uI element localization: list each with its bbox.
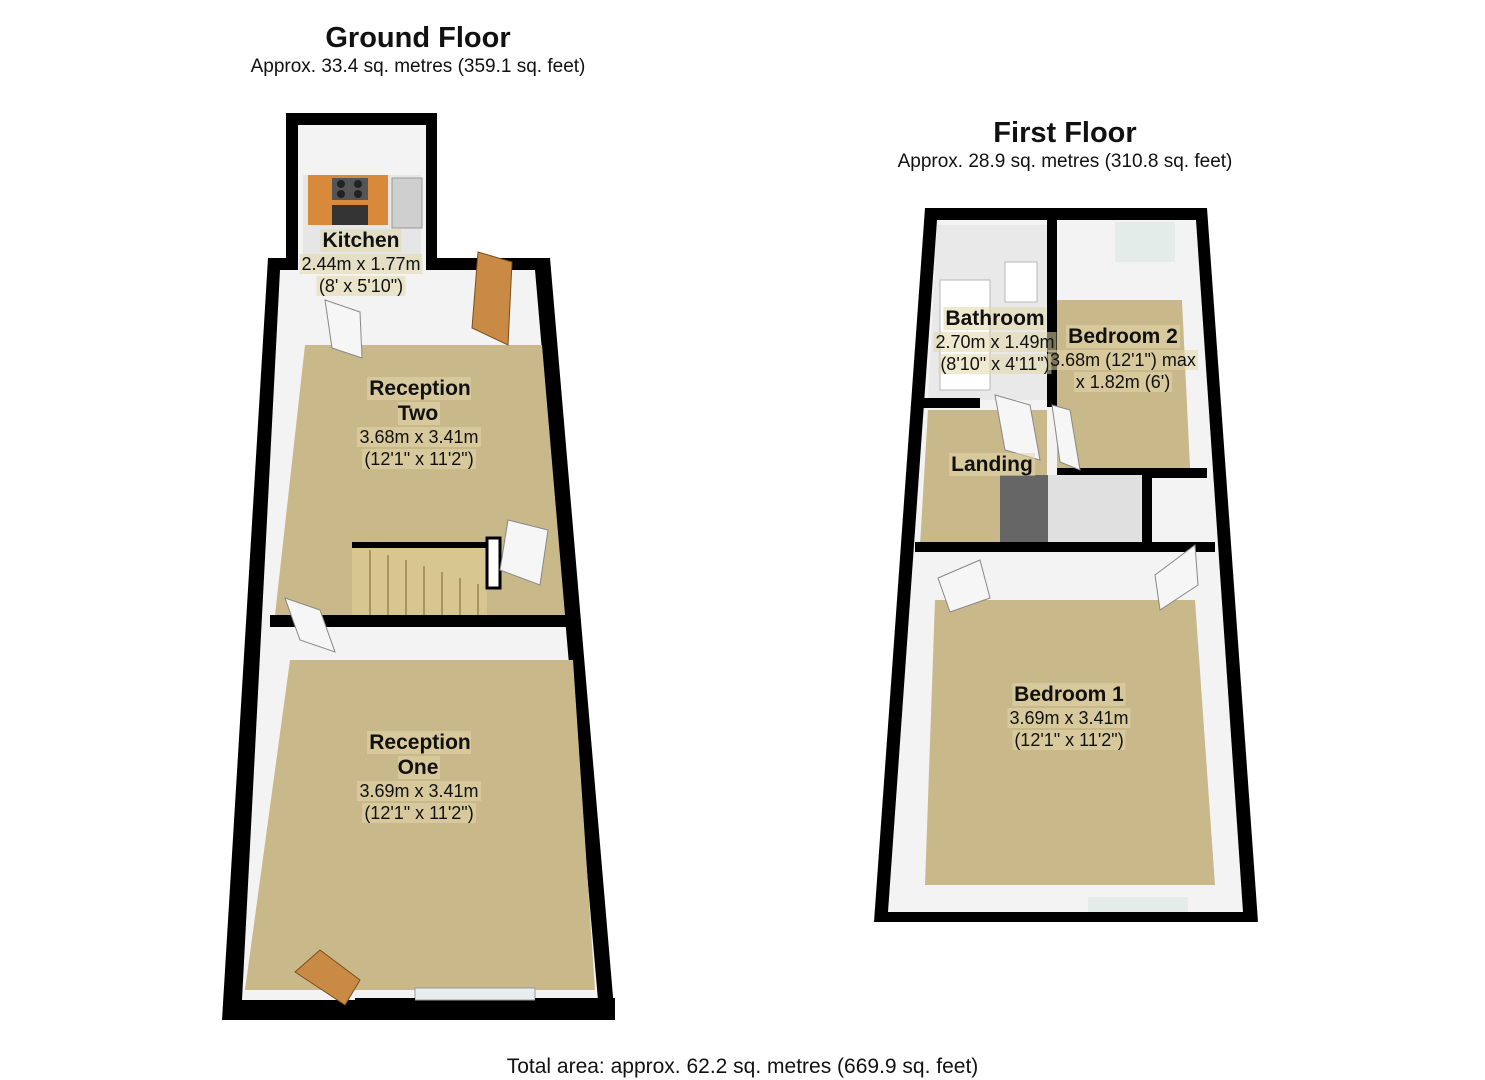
kitchen-dim-metric: 2.44m x 1.77m (299, 254, 423, 274)
bathroom-door (994, 394, 1041, 461)
first-floor-heading: First Floor Approx. 28.9 sq. metres (310… (890, 117, 1240, 173)
ground-floor-area: Approx. 33.4 sq. metres (359.1 sq. feet) (250, 56, 586, 77)
reception-one-label: Reception One 3.69m x 3.41m (12'1" x 11'… (354, 730, 484, 824)
reception-one-name: Reception One (367, 731, 471, 779)
bathroom-name: Bathroom (943, 307, 1047, 330)
bedroom-1-door (937, 559, 991, 613)
bedroom-2-name: Bedroom 2 (1066, 325, 1180, 348)
bedroom-1-dim-metric: 3.69m x 3.41m (1007, 708, 1131, 728)
bedroom-2-dim-metric: 3.68m (12'1") max (1048, 350, 1198, 370)
landing-stairwell (1000, 475, 1048, 545)
bedroom-1-name: Bedroom 1 (1012, 683, 1126, 706)
first-floor-plan (874, 208, 1258, 922)
first-floor-title: First Floor (993, 117, 1137, 149)
bedroom-2-door (1051, 404, 1081, 471)
reception-two-label: Reception Two 3.68m x 3.41m (12'1" x 11'… (354, 376, 484, 470)
kitchen-door (324, 299, 363, 359)
ground-floor-title: Ground Floor (325, 22, 511, 54)
reception-two-dim-imperial: (12'1" x 11'2") (362, 449, 476, 469)
bathroom-dim-metric: 2.70m x 1.49m (933, 332, 1057, 352)
reception-divider-wall (270, 615, 570, 627)
bedroom-1-window (1088, 897, 1188, 912)
reception-one-floor (245, 660, 595, 990)
wardrobe-door (1154, 544, 1199, 611)
landing-label: Landing (949, 452, 1035, 477)
hob-icon (332, 178, 368, 200)
stair-door (499, 519, 549, 586)
reception-two-dim-metric: 3.68m x 3.41m (357, 427, 481, 447)
reception-one-dim-imperial: (12'1" x 11'2") (362, 803, 476, 823)
oven-icon (332, 205, 368, 225)
kitchen-label: Kitchen 2.44m x 1.77m (8' x 5'10") (299, 228, 423, 297)
bathroom-dim-imperial: (8'10" x 4'11") (938, 354, 1052, 374)
first-floor-area: Approx. 28.9 sq. metres (310.8 sq. feet) (897, 151, 1233, 172)
sink-icon (391, 177, 423, 229)
back-door (471, 251, 513, 346)
kitchen-name: Kitchen (320, 229, 402, 252)
reception-one-dim-metric: 3.69m x 3.41m (357, 781, 481, 801)
front-door (294, 949, 361, 1006)
kitchen-dim-imperial: (8' x 5'10") (316, 276, 406, 296)
landing-name: Landing (949, 453, 1035, 476)
staircase (352, 536, 502, 615)
bedroom-2-label: Bedroom 2 3.68m (12'1") max x 1.82m (6') (1048, 324, 1198, 393)
toilet-icon (1004, 261, 1038, 303)
bedroom-1-label: Bedroom 1 3.69m x 3.41m (12'1" x 11'2") (1007, 682, 1131, 751)
ground-floor-plan (222, 113, 615, 1020)
bathroom-label: Bathroom 2.70m x 1.49m (8'10" x 4'11") (933, 306, 1057, 375)
front-window (414, 987, 536, 1001)
total-area: Total area: approx. 62.2 sq. metres (669… (506, 1055, 979, 1078)
bedroom-1-dim-imperial: (12'1" x 11'2") (1012, 730, 1126, 750)
reception-two-name: Reception Two (367, 377, 471, 425)
bedroom-2-dim-imperial: x 1.82m (6') (1073, 372, 1173, 392)
reception-door (284, 597, 336, 653)
ground-floor-heading: Ground Floor Approx. 33.4 sq. metres (35… (248, 22, 588, 78)
bedroom-2-window (1115, 222, 1175, 262)
